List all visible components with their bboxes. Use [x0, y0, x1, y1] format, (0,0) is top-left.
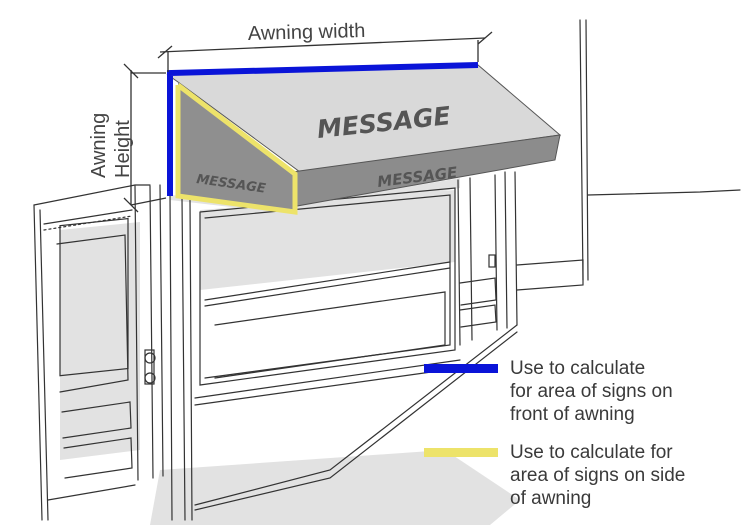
left-door-frame-right	[134, 185, 139, 481]
right-door-frame-4	[504, 171, 508, 329]
left-door-left-edge-2	[39, 209, 49, 521]
right-door-frame-5	[514, 171, 518, 326]
pilaster-left	[169, 194, 173, 521]
dimension-lines	[123, 31, 493, 213]
legend-swatch-yellow	[424, 448, 498, 457]
right-door-panel-2	[459, 304, 497, 328]
awning-side-panel	[178, 82, 297, 212]
left-door-panel-2	[63, 437, 133, 479]
right-door-panel	[459, 277, 497, 306]
ground-shadow	[150, 450, 520, 525]
left-door-top-rail	[43, 209, 133, 225]
legend-text-front-awning: Use to calculate for area of signs on fr…	[510, 358, 673, 425]
ground-line	[587, 189, 741, 196]
sidewalk-line	[194, 324, 518, 506]
building-sketch	[33, 19, 741, 521]
pilaster-left-3	[189, 199, 193, 521]
pilaster-left-2	[181, 197, 186, 521]
width-dimension-line	[159, 37, 486, 53]
left-door-kick	[47, 484, 136, 501]
base-line-1	[194, 359, 461, 399]
window-transom	[204, 261, 451, 301]
left-door-frame-right-3	[159, 184, 164, 477]
window-transom-2	[204, 267, 451, 307]
window-sill	[214, 291, 446, 379]
height-ext-bottom	[130, 197, 167, 206]
window-outer-frame	[199, 187, 456, 386]
building-shadows	[60, 178, 520, 525]
right-door-hinge	[488, 254, 496, 268]
legend-text-side-awning: Use to calculate for area of signs on si…	[510, 442, 686, 509]
right-door-frame-1	[457, 179, 461, 346]
legend-swatch-blue	[424, 364, 498, 373]
base-line-2	[194, 367, 461, 406]
right-door-frame-2	[469, 177, 473, 341]
awning-height-label: Awning Height	[88, 113, 134, 178]
right-wall-corner	[579, 19, 584, 281]
width-tick-left	[157, 45, 173, 59]
awning-side-highlight	[175, 83, 298, 215]
sidewalk-line-2	[194, 331, 518, 511]
awning-height-label-line1: Awning	[88, 113, 110, 178]
awning: MESSAGE MESSAGE MESSAGE	[166, 62, 562, 215]
right-wall-base	[516, 259, 584, 291]
width-tick-right	[477, 31, 493, 45]
left-door-panel-1	[61, 401, 132, 439]
awning-width-label: Awning width	[248, 20, 366, 45]
left-door-frame-outer	[33, 184, 151, 206]
height-tick-top	[123, 63, 139, 79]
left-door-glass-line	[56, 234, 129, 393]
door-lock-plate	[144, 349, 155, 385]
door-shadow	[60, 222, 140, 460]
window-shadow	[200, 190, 455, 290]
left-door-left-edge	[33, 204, 43, 521]
awning-height-label-line2: Height	[112, 120, 134, 178]
left-door-glass	[59, 217, 129, 377]
awning-front-highlight	[167, 62, 479, 196]
right-door-frame-3	[494, 174, 498, 331]
right-wall-corner-2	[585, 19, 589, 281]
left-door-frame-right-2	[149, 185, 154, 479]
